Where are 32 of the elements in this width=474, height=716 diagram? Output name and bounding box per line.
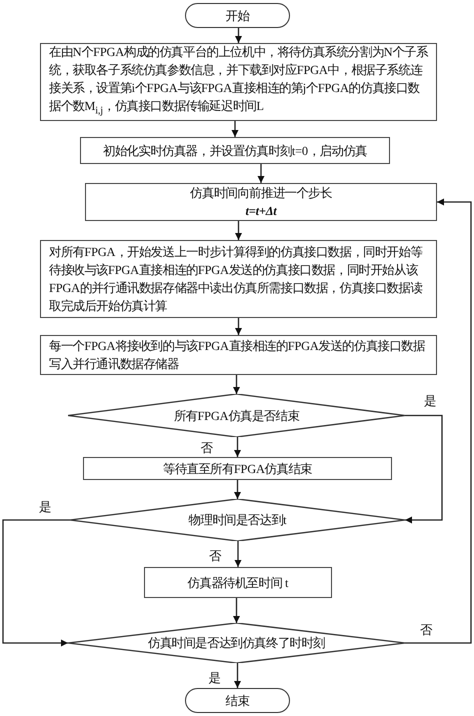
terminal-box: 结束 xyxy=(185,688,290,713)
edge-label: 是 xyxy=(38,500,53,515)
process-box: 每一个FPGA将接收到的与该FPGA直接相连的FPGA发送的仿真接口数据写入并行通讯数据存储器 xyxy=(40,335,437,375)
arrow xyxy=(234,437,241,457)
process-box: 等待直至所有FPGA仿真结束 xyxy=(83,457,392,480)
edge-label: 否 xyxy=(200,441,214,456)
arrow xyxy=(258,164,264,183)
arrow xyxy=(232,121,238,137)
arrow xyxy=(234,480,241,499)
edge-label: 否 xyxy=(419,623,434,638)
decision-diamond: 仿真时间是否达到仿真终了时时刻 xyxy=(68,623,405,663)
arrow xyxy=(234,663,241,688)
terminal-box: 开始 xyxy=(185,3,290,28)
arrow xyxy=(235,318,242,335)
process-box: 在由N个FPGA构成的仿真平台的上位机中，将待仿真系统分割为N个子系统，获取各子系统仿真参数信息，并下载到对应FPGA中，根据子系统连接关系，设置第i个FPGA与该FPGA直接相连的第j个FPGA的仿真接口数据个数M$_{i,j}$，仿真接口数据传输延迟时间L xyxy=(40,43,437,121)
decision-diamond: 物理时间是否达到t xyxy=(70,499,405,541)
edge-label: 否 xyxy=(208,549,223,564)
process-box: 对所有FPGA，开始发送上一时步计算得到的仿真接口数据，同时开始等待接收与该FPGA直接相连的FPGA发送的仿真接口数据，同时开始从该FPGA的并行通讯数据存储器中读出仿真所需接口数据，仿真接口数据读取完成后开始仿真计算 xyxy=(40,240,437,318)
process-box: 初始化实时仿真器，并设置仿真时刻t=0，启动仿真 xyxy=(80,137,390,164)
edge-label: 是 xyxy=(208,671,222,686)
arrow xyxy=(234,541,242,567)
arrow xyxy=(233,375,240,394)
process-box: 仿真器待机至时间 t xyxy=(144,567,332,598)
arrow xyxy=(405,414,443,524)
process-box: 仿真时间向前推进一个步长 t=t+Δt xyxy=(85,183,437,221)
decision-diamond: 所有FPGA仿真是否结束 xyxy=(68,394,405,437)
arrow xyxy=(235,28,242,43)
arrow xyxy=(2,519,70,646)
arrow xyxy=(233,598,240,623)
edge-label: 是 xyxy=(423,394,438,408)
arrow xyxy=(235,221,242,240)
arrow xyxy=(405,198,472,644)
